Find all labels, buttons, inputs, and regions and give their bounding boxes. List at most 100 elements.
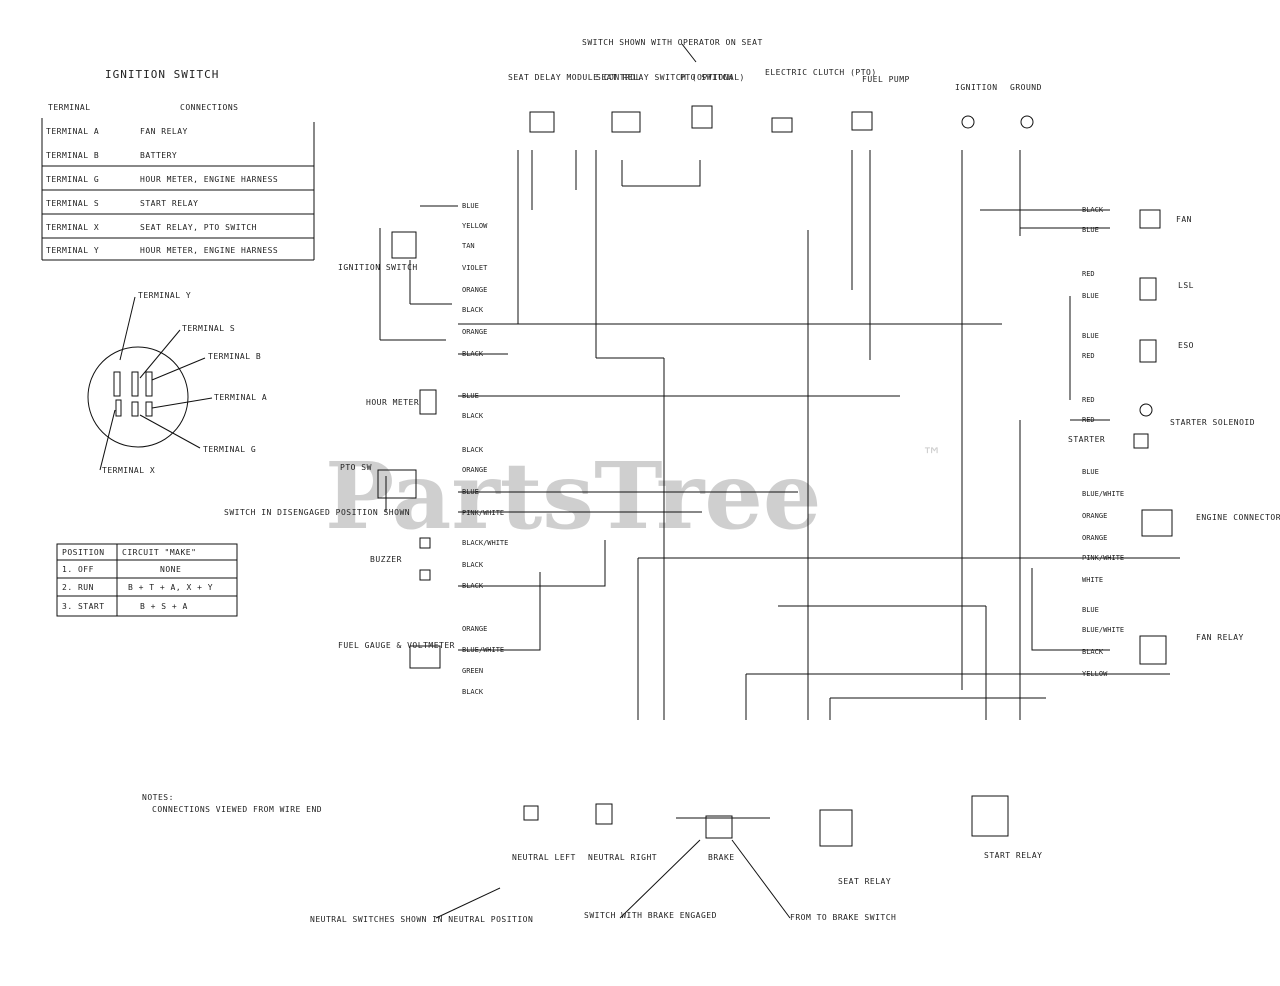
fan-label: FAN: [1176, 215, 1192, 224]
wire-label: BLACK: [462, 561, 484, 569]
fan-symbol: [1139, 209, 1161, 229]
pto-switch-label: PTO SWITCH: [680, 73, 733, 82]
switch-terminal-label-b: TERMINAL B: [208, 352, 261, 361]
wire-label: BLUE: [462, 392, 479, 400]
wire-label: WHITE: [1082, 576, 1103, 584]
wire-label: BLACK: [1082, 648, 1104, 656]
wire-label: BLUE: [1082, 468, 1099, 476]
ignition-switch-face: TERMINAL Y TERMINAL S TERMINAL B TERMINA…: [87, 291, 267, 475]
engine-connector-label: ENGINE CONNECTOR: [1196, 513, 1280, 522]
position-header: POSITION: [62, 548, 105, 557]
starter-solenoid-symbol: [1139, 403, 1153, 417]
watermark-brand: PartsTree: [325, 442, 821, 550]
notes-text: CONNECTIONS VIEWED FROM WIRE END: [152, 805, 322, 814]
circuit-start: B + S + A: [140, 602, 188, 611]
wire-label: BLUE: [1082, 292, 1099, 300]
ground-label: GROUND: [1010, 83, 1042, 92]
wire-label: PINK/WHITE: [462, 509, 504, 517]
wire-label: BLUE/WHITE: [462, 646, 504, 654]
wire-label: BLUE: [1082, 226, 1099, 234]
engine-connector-symbol: [1141, 509, 1173, 537]
seat-relay-label: SEAT RELAY: [838, 877, 891, 886]
table-header-connection: CONNECTIONS: [180, 103, 238, 112]
starter-symbol: [1133, 433, 1149, 449]
wire-harness: [379, 150, 1180, 720]
buzzer-symbol: [419, 537, 431, 549]
ignition-table-title: IGNITION SWITCH: [105, 68, 219, 81]
position-off: 1. OFF: [62, 565, 94, 574]
pto-sw-label: PTO SW: [340, 463, 372, 472]
hour-meter-symbol: [419, 389, 437, 415]
neutral-switch-note: NEUTRAL SWITCHES SHOWN IN NEUTRAL POSITI…: [310, 915, 533, 924]
wire-label: ORANGE: [462, 466, 487, 474]
ignition-label: IGNITION: [955, 83, 998, 92]
circuit-off: NONE: [160, 565, 181, 574]
wire-label: BLACK: [462, 350, 484, 358]
row-2-connection: BATTERY: [140, 151, 177, 160]
wire-label: TAN: [462, 242, 475, 250]
row-1-terminal: TERMINAL A: [46, 127, 99, 136]
position-table: POSITION CIRCUIT "MAKE" 1. OFF NONE 2. R…: [56, 543, 238, 617]
switch-terminal-label-x: TERMINAL X: [102, 466, 155, 475]
wire-label: ORANGE: [462, 286, 487, 294]
ignition-switch-table: IGNITION SWITCH TERMINAL CONNECTIONS TER…: [41, 68, 315, 261]
fuel-gauge-symbol: [409, 645, 441, 669]
lsl-label: LSL: [1178, 281, 1194, 290]
wire-label: BLUE: [1082, 332, 1099, 340]
table-header-terminal: TERMINAL: [48, 103, 91, 112]
wire-label: ORANGE: [462, 328, 487, 336]
starter-label: STARTER: [1068, 435, 1105, 444]
seat-delay-label: SEAT DELAY MODULE CONTROL: [508, 73, 641, 82]
wire-label: BLUE: [462, 202, 479, 210]
wire-label: GREEN: [462, 667, 483, 675]
seat-relay-switch-label: SEAT RELAY SWITCH (OPTIONAL): [596, 73, 745, 82]
wire-label: RED: [1082, 416, 1095, 424]
row-1-connection: FAN RELAY: [140, 127, 188, 136]
brake-note-right: FROM TO BRAKE SWITCH: [790, 913, 896, 922]
row-5-connection: SEAT RELAY, PTO SWITCH: [140, 223, 257, 232]
wire-label: BLACK: [1082, 206, 1104, 214]
wire-label: PINK/WHITE: [1082, 554, 1124, 562]
wire-label: VIOLET: [462, 264, 488, 272]
wire-label: RED: [1082, 352, 1095, 360]
position-start: 3. START: [62, 602, 105, 611]
wire-label: BLACK: [462, 306, 484, 314]
notes-title: NOTES:: [142, 793, 174, 802]
wire-label: BLUE/WHITE: [1082, 626, 1124, 634]
row-3-connection: HOUR METER, ENGINE HARNESS: [140, 175, 278, 184]
pto-sw-note: SWITCH IN DISENGAGED POSITION SHOWN: [224, 508, 410, 517]
bottom-components: [435, 795, 1009, 919]
row-2-terminal: TERMINAL B: [46, 151, 99, 160]
switch-terminal-label-s: TERMINAL S: [182, 324, 235, 333]
wire-label: BLACK: [462, 412, 484, 420]
wire-label: YELLOW: [462, 222, 488, 230]
row-3-terminal: TERMINAL G: [46, 175, 99, 184]
ignition-switch-wires: BLUE YELLOW TAN VIOLET ORANGE BLACK ORAN…: [462, 202, 488, 358]
circuit-header: CIRCUIT "MAKE": [122, 548, 196, 557]
fan-relay-label: FAN RELAY: [1196, 633, 1244, 642]
switch-terminal-label-y: TERMINAL Y: [138, 291, 191, 300]
watermark-trademark: ™: [922, 443, 942, 467]
wire-label: RED: [1082, 270, 1095, 278]
wire-label: BLUE: [1082, 606, 1099, 614]
eso-label: ESO: [1178, 341, 1194, 350]
row-4-terminal: TERMINAL S: [46, 199, 99, 208]
brake-label: BRAKE: [708, 853, 735, 862]
lsl-symbol: [1139, 277, 1157, 301]
ignition-switch-symbol: [391, 231, 417, 259]
row-4-connection: START RELAY: [140, 199, 198, 208]
row-6-connection: HOUR METER, ENGINE HARNESS: [140, 246, 278, 255]
row-6-terminal: TERMINAL Y: [46, 246, 99, 255]
buzzer-label: BUZZER: [370, 555, 402, 564]
neutral-left-label: NEUTRAL LEFT: [512, 853, 576, 862]
wire-label: BLACK: [462, 582, 484, 590]
fuel-pump-label: FUEL PUMP: [862, 75, 910, 84]
electric-clutch-label: ELECTRIC CLUTCH (PTO): [765, 68, 877, 77]
pto-sw-symbol: [377, 469, 417, 499]
neutral-right-label: NEUTRAL RIGHT: [588, 853, 657, 862]
top-connectors: [529, 105, 1034, 133]
switch-terminal-label-a: TERMINAL A: [214, 393, 267, 402]
buzzer-symbol: [419, 569, 431, 581]
switch-terminal-label-g: TERMINAL G: [203, 445, 256, 454]
